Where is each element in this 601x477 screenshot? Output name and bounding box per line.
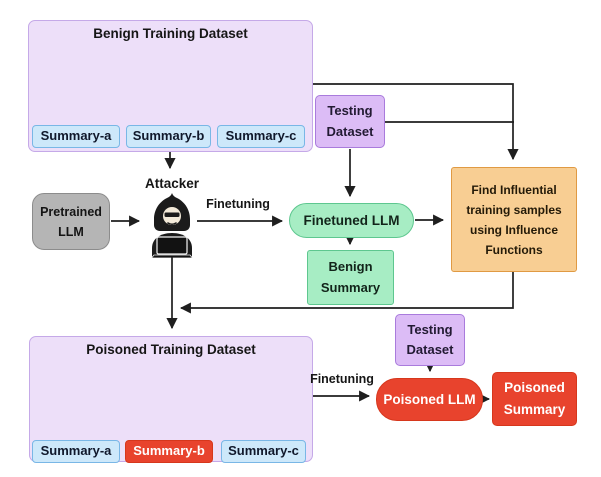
- poisoned-dataset-title: Poisoned Training Dataset: [86, 342, 256, 357]
- finetuned-llm-pill: Finetuned LLM: [289, 203, 414, 238]
- benign-dataset-title: Benign Training Dataset: [93, 26, 248, 41]
- poisoned-llm-pill: Poisoned LLM: [376, 378, 483, 421]
- testing-dataset-bottom-box: Testing Dataset: [395, 314, 465, 366]
- summary-b-chip: Summary-b: [126, 125, 211, 148]
- benign-summary-box: Benign Summary: [307, 250, 394, 305]
- summary-a-poisoned-chip: Summary-a: [32, 440, 120, 463]
- attacker-hacker-icon: [150, 192, 194, 258]
- testing-dataset-top-box: Testing Dataset: [315, 95, 385, 148]
- attacker-label: Attacker: [144, 176, 200, 192]
- influence-functions-box: Find Influential training samples using …: [451, 167, 577, 272]
- summary-c-poisoned-chip: Summary-c: [221, 440, 306, 463]
- finetuning-label-bottom: Finetuning: [310, 372, 374, 387]
- pretrained-llm-box: Pretrained LLM: [32, 193, 110, 250]
- summary-a-chip: Summary-a: [32, 125, 120, 148]
- finetuning-label-top: Finetuning: [206, 197, 270, 212]
- poisoned-summary-box: Poisoned Summary: [492, 372, 577, 426]
- summary-b-poisoned-chip: Summary-b: [125, 440, 213, 463]
- summary-c-chip: Summary-c: [217, 125, 305, 148]
